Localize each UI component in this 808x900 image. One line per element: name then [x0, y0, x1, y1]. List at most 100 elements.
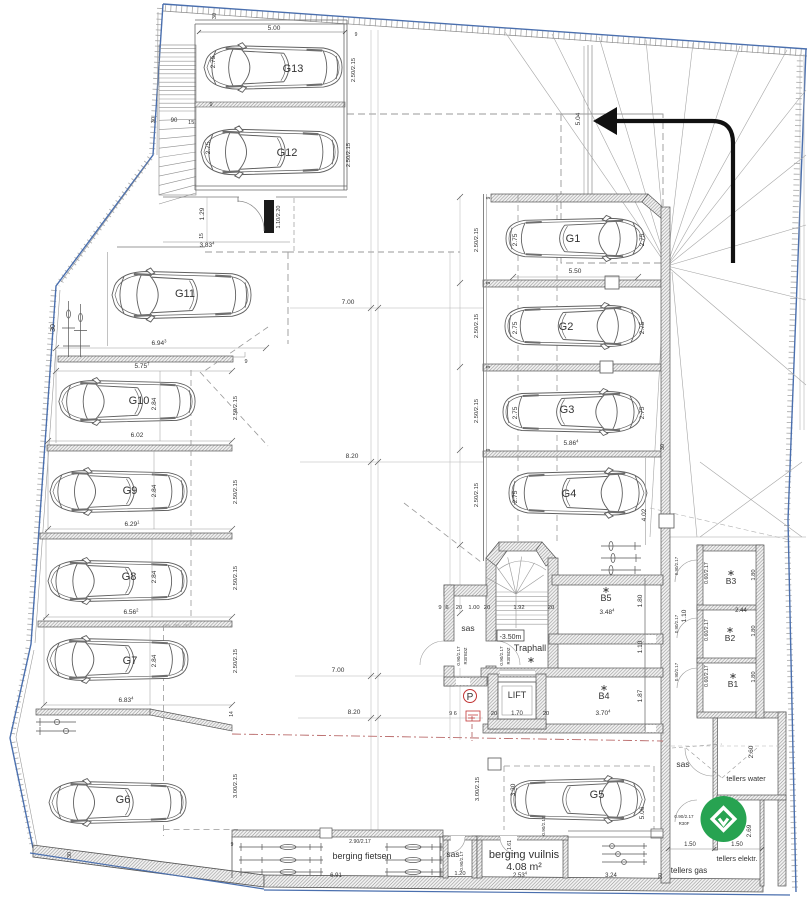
svg-text:5.04: 5.04: [575, 112, 582, 125]
svg-text:G7: G7: [123, 655, 138, 667]
svg-text:30: 30: [660, 444, 666, 450]
svg-text:1.20: 1.20: [454, 871, 465, 877]
svg-text:2.50/2.15: 2.50/2.15: [474, 314, 480, 338]
svg-text:2.50/2.15: 2.50/2.15: [233, 480, 239, 504]
svg-text:0.90/2.17: 0.90/2.17: [499, 646, 504, 666]
svg-text:G6: G6: [116, 794, 131, 806]
svg-text:9: 9: [486, 365, 492, 368]
svg-text:tellers water: tellers water: [726, 774, 766, 783]
svg-text:8.20: 8.20: [348, 709, 361, 716]
svg-text:5.50: 5.50: [569, 268, 582, 275]
svg-text:0.60/2.17: 0.60/2.17: [704, 562, 710, 584]
svg-text:2.75: 2.75: [512, 490, 519, 503]
svg-text:8.20: 8.20: [346, 453, 359, 460]
svg-text:sas: sas: [446, 849, 459, 859]
svg-text:1.10: 1.10: [637, 640, 644, 653]
svg-text:B3: B3: [726, 576, 737, 586]
svg-text:2.75: 2.75: [210, 55, 217, 68]
svg-text:2.84: 2.84: [151, 570, 158, 583]
svg-text:6.943: 6.943: [152, 339, 168, 348]
svg-text:3.834: 3.834: [200, 241, 216, 250]
svg-text:30: 30: [658, 873, 664, 879]
svg-text:0.90/2.17: 0.90/2.17: [459, 851, 464, 871]
svg-text:0.60/2.17: 0.60/2.17: [704, 665, 710, 687]
svg-text:tellers gas: tellers gas: [671, 866, 707, 875]
svg-text:6: 6: [445, 605, 448, 611]
svg-text:-3.50m: -3.50m: [500, 634, 522, 641]
svg-text:R30'BDZ: R30'BDZ: [463, 647, 468, 664]
svg-text:3.30: 3.30: [510, 783, 517, 796]
svg-text:5.864: 5.864: [564, 439, 580, 448]
svg-text:B2: B2: [725, 633, 736, 643]
svg-text:5.00: 5.00: [268, 25, 281, 32]
svg-text:9: 9: [486, 281, 492, 284]
svg-text:G4: G4: [562, 488, 577, 500]
svg-text:B4: B4: [598, 691, 609, 701]
svg-text:2.84: 2.84: [151, 397, 158, 410]
svg-text:9: 9: [438, 605, 441, 611]
svg-text:Traphall: Traphall: [514, 643, 546, 653]
svg-text:20: 20: [484, 605, 490, 611]
svg-text:30: 30: [50, 324, 57, 332]
svg-text:2.84: 2.84: [151, 654, 158, 667]
svg-text:6.91: 6.91: [330, 873, 342, 879]
svg-text:3.704: 3.704: [596, 709, 612, 718]
svg-text:2.50/2.15: 2.50/2.15: [233, 649, 239, 673]
svg-text:20: 20: [543, 711, 549, 717]
svg-text:0.90/2.17: 0.90/2.17: [541, 816, 546, 836]
svg-text:6.291: 6.291: [125, 520, 141, 529]
svg-text:2.90/2.17: 2.90/2.17: [349, 839, 371, 845]
svg-text:G2: G2: [559, 321, 574, 333]
svg-text:1.29: 1.29: [199, 207, 206, 220]
svg-text:G12: G12: [277, 147, 298, 159]
svg-text:2.84: 2.84: [151, 484, 158, 497]
svg-text:2.75: 2.75: [512, 406, 519, 419]
svg-text:LIFT: LIFT: [508, 690, 527, 700]
svg-text:1.50: 1.50: [731, 842, 743, 848]
svg-text:G1: G1: [566, 233, 581, 245]
svg-text:0.90/2.17: 0.90/2.17: [674, 614, 679, 633]
svg-text:7.00: 7.00: [342, 299, 355, 306]
svg-text:9: 9: [231, 842, 234, 848]
svg-text:6.02: 6.02: [131, 432, 144, 439]
svg-text:B5: B5: [600, 593, 611, 603]
svg-text:0.90/2.17: 0.90/2.17: [456, 646, 461, 666]
svg-text:sas: sas: [676, 759, 689, 769]
svg-text:1.10: 1.10: [681, 609, 688, 622]
svg-text:1.80: 1.80: [751, 569, 757, 580]
svg-text:15.: 15.: [188, 120, 196, 126]
svg-text:2.75: 2.75: [639, 406, 646, 419]
svg-text:2.50/2.15: 2.50/2.15: [474, 228, 480, 252]
svg-text:20: 20: [491, 711, 497, 717]
svg-text:4.08 m²: 4.08 m²: [506, 861, 542, 873]
svg-text:20: 20: [548, 605, 554, 611]
svg-text:2.75: 2.75: [639, 321, 646, 334]
svg-text:2.75: 2.75: [205, 141, 212, 154]
svg-text:5.06: 5.06: [639, 806, 646, 819]
svg-text:R30F: R30F: [679, 821, 690, 826]
svg-text:5.757: 5.757: [135, 362, 151, 371]
svg-text:1.80: 1.80: [637, 594, 644, 607]
svg-text:sas: sas: [461, 623, 474, 633]
svg-text:2.75: 2.75: [512, 321, 519, 334]
svg-text:3.484: 3.484: [600, 608, 616, 617]
svg-text:0.90/2.17: 0.90/2.17: [674, 814, 694, 819]
svg-text:G5: G5: [590, 789, 605, 801]
svg-text:berging vuilnis: berging vuilnis: [489, 849, 560, 861]
svg-text:2.534: 2.534: [513, 871, 528, 880]
svg-text:1.70: 1.70: [511, 711, 523, 717]
svg-text:30: 30: [212, 13, 218, 19]
svg-text:1.10/2.20: 1.10/2.20: [276, 206, 282, 229]
svg-text:14: 14: [229, 711, 235, 717]
svg-text:3.24: 3.24: [605, 873, 617, 879]
svg-text:2.50/2.15: 2.50/2.15: [346, 143, 352, 167]
svg-text:9: 9: [486, 196, 492, 199]
svg-text:4.02: 4.02: [641, 508, 648, 521]
svg-text:1.80: 1.80: [751, 671, 757, 682]
svg-text:1.80: 1.80: [751, 625, 757, 636]
svg-text:2.69: 2.69: [746, 824, 753, 837]
svg-text:1.92: 1.92: [513, 605, 524, 611]
svg-text:0.90/2.17: 0.90/2.17: [674, 662, 679, 681]
svg-text:3.00/2.15: 3.00/2.15: [233, 774, 239, 798]
svg-text:2.44: 2.44: [735, 608, 747, 614]
